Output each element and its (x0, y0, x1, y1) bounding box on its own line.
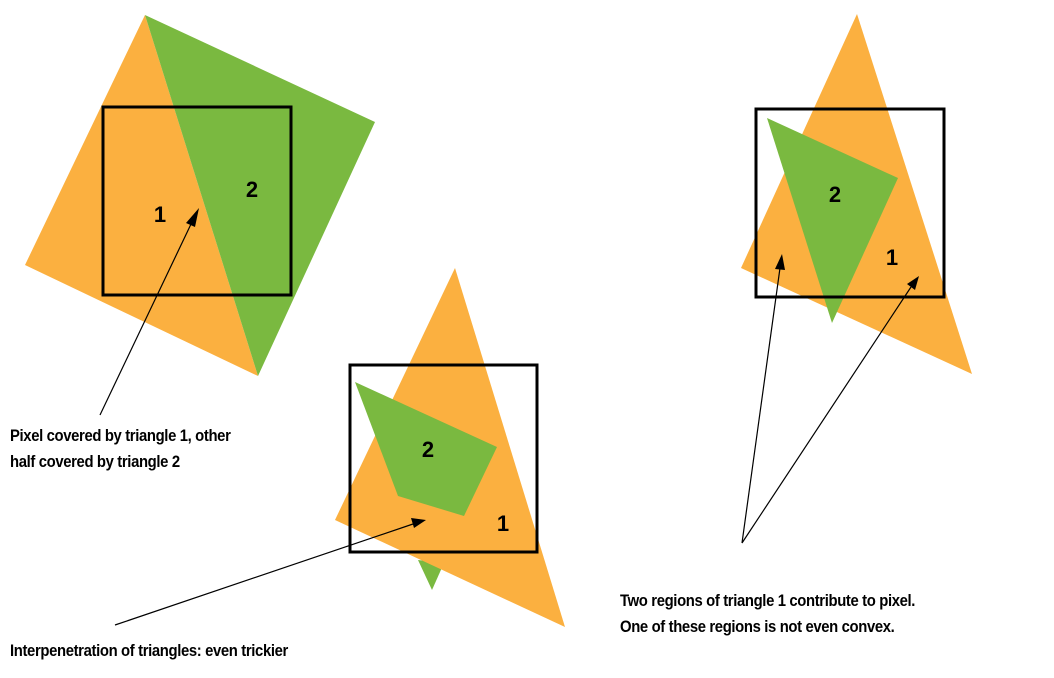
arrow-shaft-left (741, 267, 781, 544)
triangle-1-label: 1 (154, 202, 166, 227)
caption-scenario-a: Pixel covered by triangle 1, other half … (10, 423, 231, 475)
triangle-1-label: 1 (886, 245, 898, 270)
arrow-head (411, 518, 426, 528)
caption-scenario-b: Interpenetration of triangles: even tric… (10, 638, 288, 664)
arrow-shaft (99, 221, 193, 416)
arrow-shaft (114, 523, 414, 626)
pixel-square (754, 107, 946, 299)
triangle-2-label: 2 (422, 437, 434, 462)
caption-line: Two regions of triangle 1 contribute to … (620, 592, 916, 610)
caption-line: Pixel covered by triangle 1, other (10, 427, 231, 445)
triangle-1-label: 1 (497, 511, 509, 536)
caption-line: One of these regions is not even convex. (620, 618, 895, 636)
arrow-head-right (907, 276, 919, 290)
scenario-a: 1 2 (25, 15, 375, 416)
caption-line: Interpenetration of triangles: even tric… (10, 642, 288, 660)
triangle-1 (25, 15, 258, 376)
caption-line: half covered by triangle 2 (10, 453, 180, 471)
triangle-2-label: 2 (829, 182, 841, 207)
arrow-head (186, 208, 199, 227)
triangle-2-visible-region (355, 382, 497, 516)
pixel-square (101, 105, 293, 297)
pixel-square (348, 363, 539, 554)
scenario-c: 2 1 (741, 14, 972, 544)
arrow-head-left (775, 254, 785, 270)
arrow-shaft-right (741, 286, 912, 544)
triangle-2 (767, 118, 898, 323)
triangle-2-label: 2 (246, 177, 258, 202)
caption-scenario-c: Two regions of triangle 1 contribute to … (620, 588, 915, 640)
triangle-2 (145, 15, 375, 376)
scenario-b: 2 1 (114, 268, 565, 627)
